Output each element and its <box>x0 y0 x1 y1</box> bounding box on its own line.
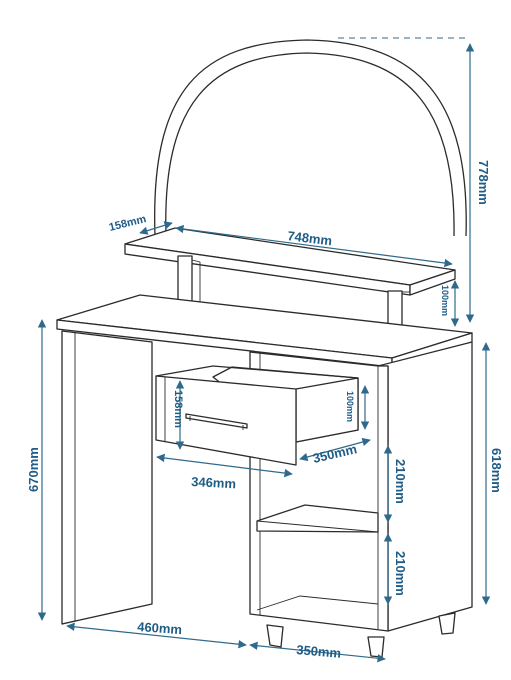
shelf-width-label: 748mm <box>287 228 333 248</box>
drawer-depth-dimension <box>299 437 371 462</box>
drawer-height-label: 158mm <box>172 390 184 428</box>
drawer-width-label: 346mm <box>191 474 237 491</box>
shelf-depth-dimension <box>139 221 173 235</box>
cabinet-width-dimension <box>249 641 386 663</box>
desk-depth-label: 460mm <box>137 619 183 637</box>
desk-height-label: 670mm <box>26 447 41 492</box>
cabinet-width-label: 350mm <box>296 642 342 661</box>
mirror-arch <box>154 39 467 237</box>
upper-compartment-label: 210mm <box>393 459 408 504</box>
drawer-handle <box>185 413 248 430</box>
desk-top <box>56 294 473 368</box>
shelf-width-dimension <box>175 224 453 268</box>
cabinet-height-label: 618mm <box>489 448 504 493</box>
mirror-height-label: 778mm <box>476 160 491 205</box>
drawer-inner-height-label: 100mm <box>345 391 355 422</box>
lower-compartment-label: 210mm <box>393 551 408 596</box>
left-leg-panel <box>61 330 153 625</box>
shelf-depth-label: 158mm <box>108 213 148 234</box>
riser-height-label: 100mm <box>440 285 450 316</box>
desk-depth-dimension <box>66 622 247 649</box>
drawer-width-dimension <box>156 453 293 478</box>
